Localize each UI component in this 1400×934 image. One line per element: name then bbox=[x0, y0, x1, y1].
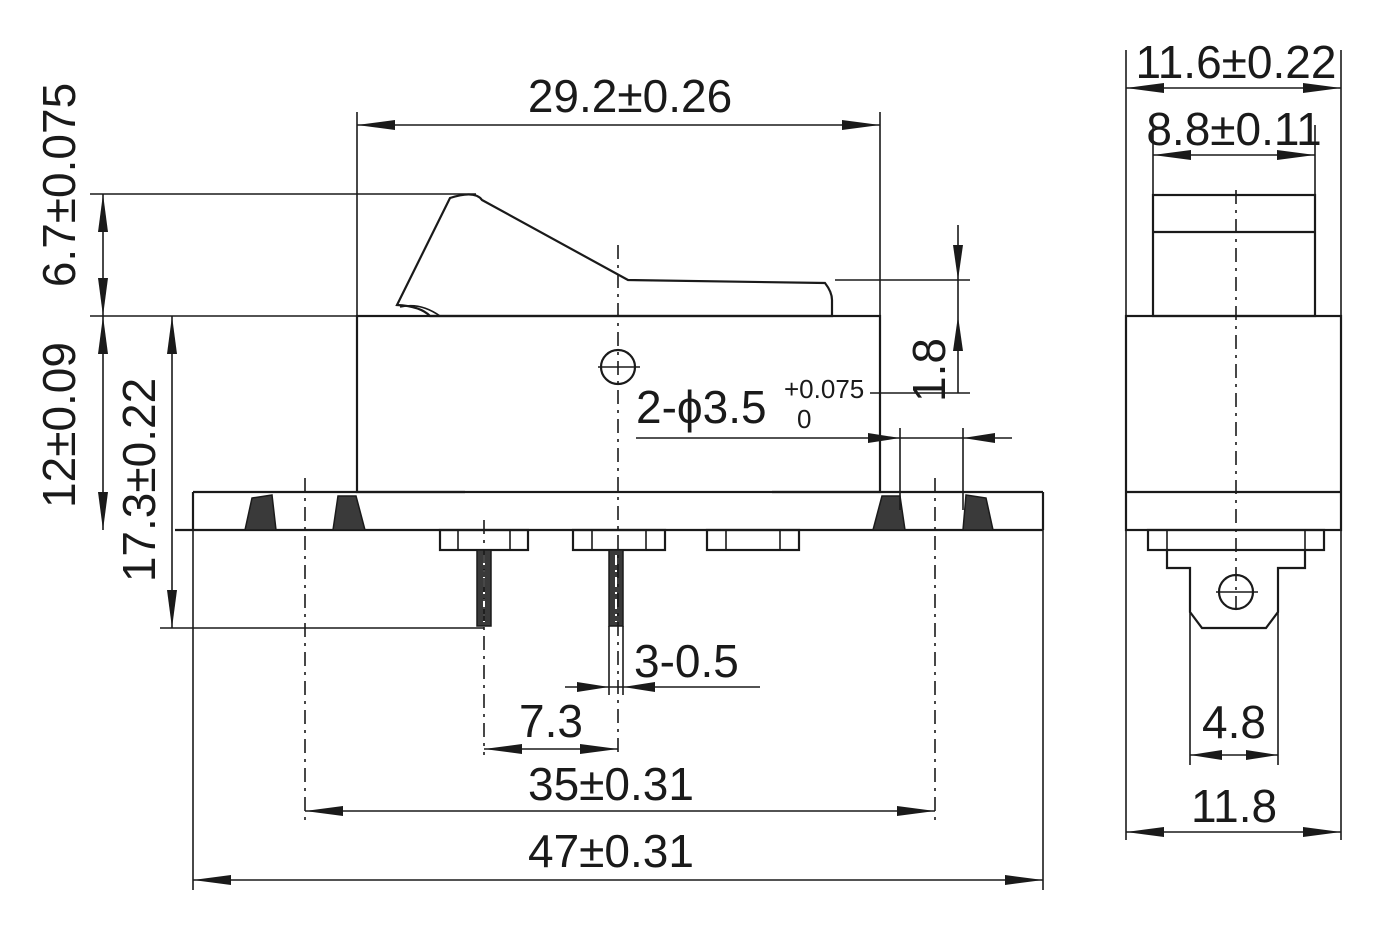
dim-hole-tol-upper: +0.075 bbox=[784, 374, 864, 404]
dim-body-height: 12±0.09 bbox=[33, 342, 85, 508]
terminal-base-3 bbox=[705, 528, 801, 552]
terminal-base-2 bbox=[571, 528, 667, 552]
dim-mounting-hole-spacing: 35±0.31 bbox=[528, 758, 694, 810]
dim-side-body-width: 11.8 bbox=[1191, 780, 1277, 832]
side-body bbox=[1124, 314, 1343, 532]
dim-side-terminal-width: 4.8 bbox=[1202, 696, 1266, 748]
snap-clip-left-1 bbox=[244, 494, 277, 531]
dim-overall-height: 17.3±0.22 bbox=[113, 378, 165, 582]
side-terminal-tab bbox=[1165, 550, 1307, 630]
dim-actuator-height: 6.7±0.075 bbox=[33, 83, 85, 287]
side-actuator bbox=[1151, 193, 1317, 318]
dim-terminal-pitch: 7.3 bbox=[519, 695, 583, 747]
front-view: 29.2±0.26 6.7±0.075 12±0.09 17.3±0.22 1.… bbox=[33, 70, 1045, 890]
dim-hole-offset: 1.8 bbox=[903, 338, 955, 402]
side-view: 11.6±0.22 8.8±0.11 4.8 11.8 bbox=[1124, 36, 1343, 840]
snap-clip-right-2 bbox=[962, 494, 994, 531]
dim-terminal-thickness: 3-0.5 bbox=[634, 635, 739, 687]
dim-hole-tol-lower: 0 bbox=[797, 404, 811, 434]
dim-side-inner-width: 8.8±0.11 bbox=[1146, 103, 1321, 155]
snap-clip-left-2 bbox=[332, 495, 366, 531]
rocker-actuator bbox=[395, 193, 834, 318]
dim-body-width: 29.2±0.26 bbox=[528, 70, 732, 122]
dim-flange-length: 47±0.31 bbox=[528, 825, 694, 877]
dim-side-actuator-width: 11.6±0.22 bbox=[1136, 36, 1337, 88]
dim-hole-spec: 2-ϕ3.5 bbox=[636, 381, 767, 433]
terminal-pin-2 bbox=[608, 549, 624, 627]
